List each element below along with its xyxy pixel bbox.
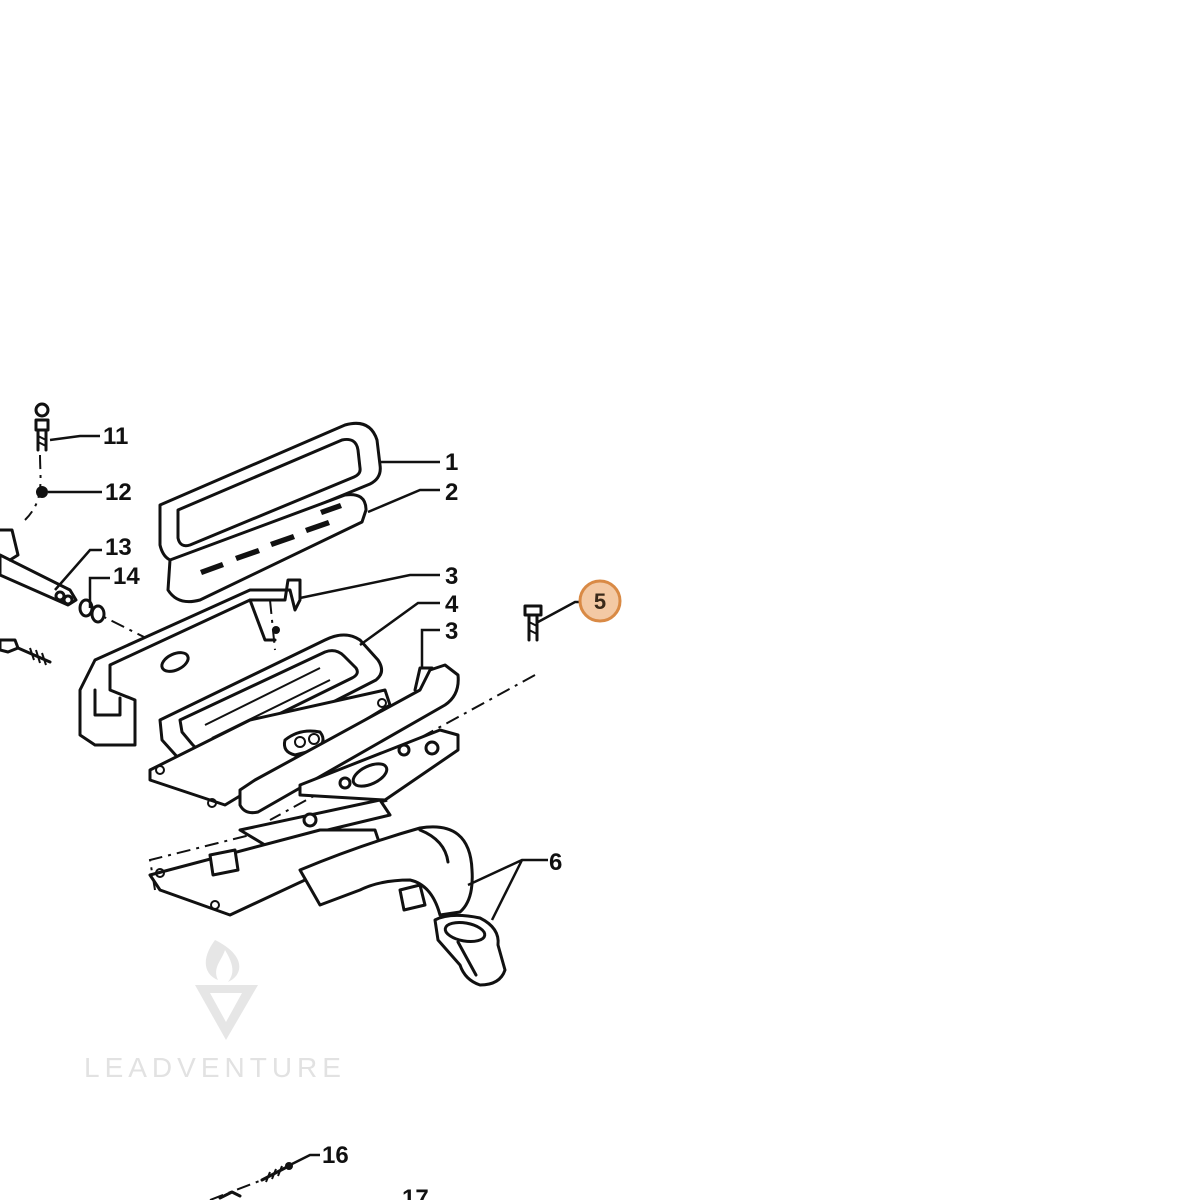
callout-3-lower[interactable]: 3	[445, 618, 458, 645]
part-13-shaft	[0, 528, 78, 607]
callout-labels: 1 2 3 4 3 5 6 11 12 13 14 16 17	[103, 423, 606, 1200]
part-16-bolt	[209, 1162, 293, 1200]
part-17-fragment	[218, 1190, 242, 1200]
callout-2[interactable]: 2	[445, 479, 458, 506]
callout-14[interactable]: 14	[113, 563, 140, 590]
part-3-left-housing	[78, 578, 302, 747]
callout-5-highlight[interactable]	[578, 579, 622, 623]
part-12-nut	[36, 486, 48, 498]
long-bolt	[0, 638, 52, 666]
watermark-text: LEADVENTURE	[84, 1052, 346, 1083]
callout-6[interactable]: 6	[549, 849, 562, 876]
callout-13[interactable]: 13	[105, 534, 132, 561]
part-2-gasket	[166, 493, 368, 604]
leader-lines	[48, 434, 592, 1166]
part-1-top-frame	[158, 421, 382, 563]
callout-4[interactable]: 4	[445, 591, 459, 618]
flame-v-logo-icon	[195, 940, 258, 1040]
callout-1[interactable]: 1	[445, 449, 458, 476]
callout-17[interactable]: 17	[402, 1185, 429, 1200]
callout-16[interactable]: 16	[322, 1142, 349, 1169]
callout-11[interactable]: 11	[103, 423, 128, 450]
part-3-right-rail	[238, 663, 460, 815]
part-5-bolt	[523, 604, 543, 642]
callout-12[interactable]: 12	[105, 479, 132, 506]
callout-3-upper[interactable]: 3	[445, 563, 458, 590]
callout-5[interactable]: 5	[594, 589, 606, 614]
part-14-washers	[78, 598, 106, 624]
watermark: LEADVENTURE	[84, 940, 346, 1083]
part-11-pin	[34, 402, 50, 452]
part-6-pedal-arm	[298, 825, 507, 987]
